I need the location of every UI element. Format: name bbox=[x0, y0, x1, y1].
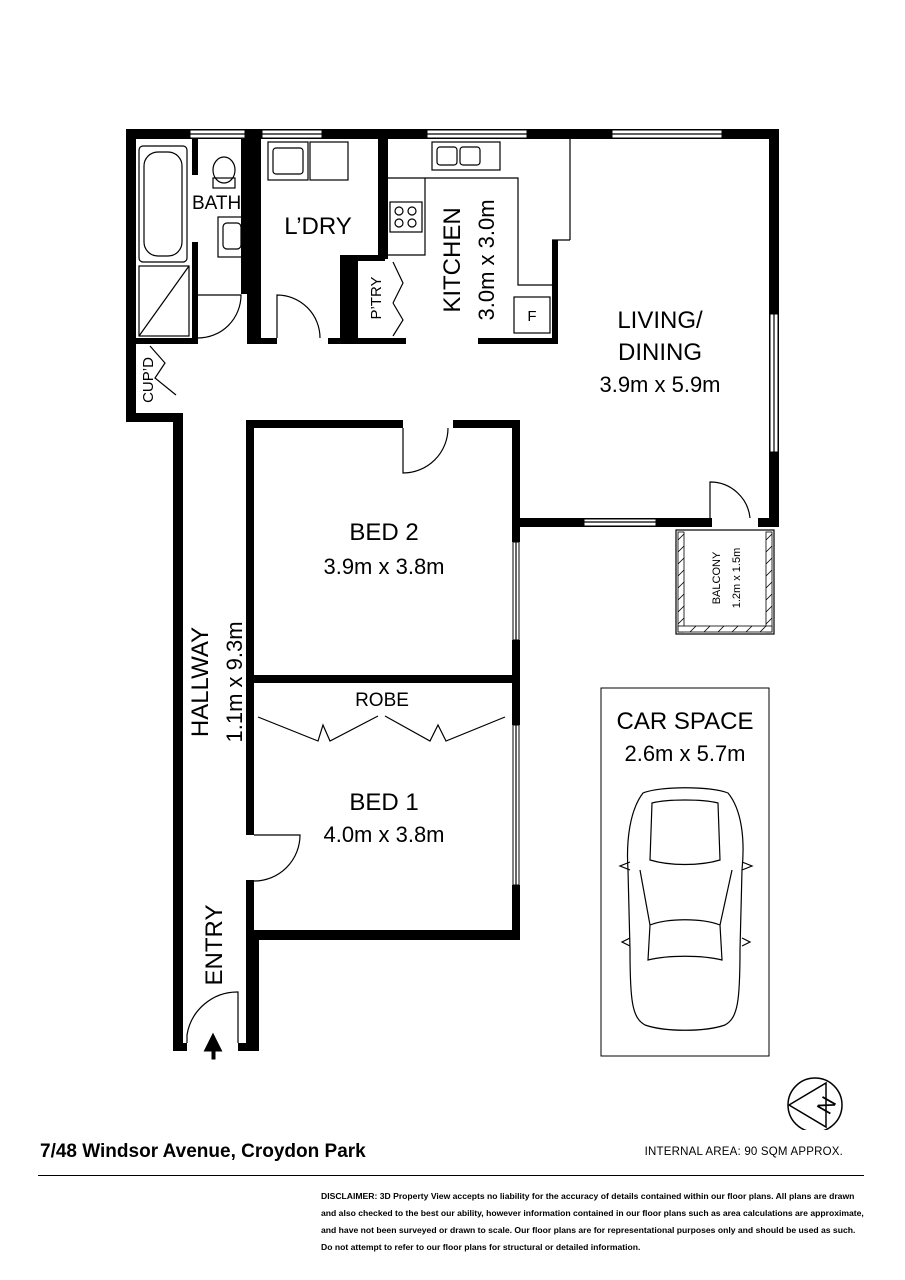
label-balcony-name: BALCONY bbox=[711, 551, 723, 604]
property-address: 7/48 Windsor Avenue, Croydon Park bbox=[40, 1141, 366, 1162]
label-living-line1: LIVING/ bbox=[617, 307, 703, 334]
label-balcony-size: 1.2m x 1.5m bbox=[731, 548, 743, 609]
footer-divider bbox=[38, 1175, 864, 1176]
label-cupboard: CUP’D bbox=[140, 357, 157, 403]
label-robe: ROBE bbox=[355, 690, 409, 711]
label-entry: ENTRY bbox=[201, 905, 228, 986]
label-car-space-size: 2.6m x 5.7m bbox=[624, 741, 745, 766]
floor-plan: N BATH L’DRY P’TRY CUP’D KITCHEN 3.0m x … bbox=[126, 129, 843, 1130]
label-car-space-name: CAR SPACE bbox=[617, 708, 754, 735]
doors bbox=[149, 261, 751, 1043]
label-hallway-size: 1.1m x 9.3m bbox=[222, 621, 247, 742]
north-compass-icon: N bbox=[787, 1077, 843, 1130]
car-icon bbox=[618, 787, 754, 1031]
label-laundry: L’DRY bbox=[284, 213, 352, 240]
label-kitchen-size: 3.0m x 3.0m bbox=[474, 199, 499, 320]
label-bed1-name: BED 1 bbox=[349, 789, 418, 816]
label-kitchen-name: KITCHEN bbox=[439, 207, 466, 312]
label-living-line2: DINING bbox=[618, 339, 702, 366]
label-hallway-name: HALLWAY bbox=[187, 627, 214, 737]
car-space-outline bbox=[600, 687, 770, 1057]
internal-area: INTERNAL AREA: 90 SQM APPROX. bbox=[644, 1146, 843, 1158]
label-bed2-size: 3.9m x 3.8m bbox=[323, 554, 444, 579]
windows bbox=[189, 129, 779, 886]
label-living-size: 3.9m x 5.9m bbox=[599, 372, 720, 397]
label-fridge: F bbox=[527, 308, 536, 325]
balcony bbox=[675, 529, 775, 635]
label-bath: BATH bbox=[192, 193, 241, 214]
room-labels: BATH L’DRY P’TRY CUP’D KITCHEN 3.0m x 3.… bbox=[140, 193, 753, 985]
disclaimer-text: DISCLAIMER: 3D Property View accepts no … bbox=[321, 1191, 864, 1252]
fixtures bbox=[138, 139, 571, 337]
label-bed1-size: 4.0m x 3.8m bbox=[323, 822, 444, 847]
label-bed2-name: BED 2 bbox=[349, 519, 418, 546]
label-pantry: P’TRY bbox=[368, 276, 385, 319]
entry-arrow-icon bbox=[203, 1032, 223, 1060]
